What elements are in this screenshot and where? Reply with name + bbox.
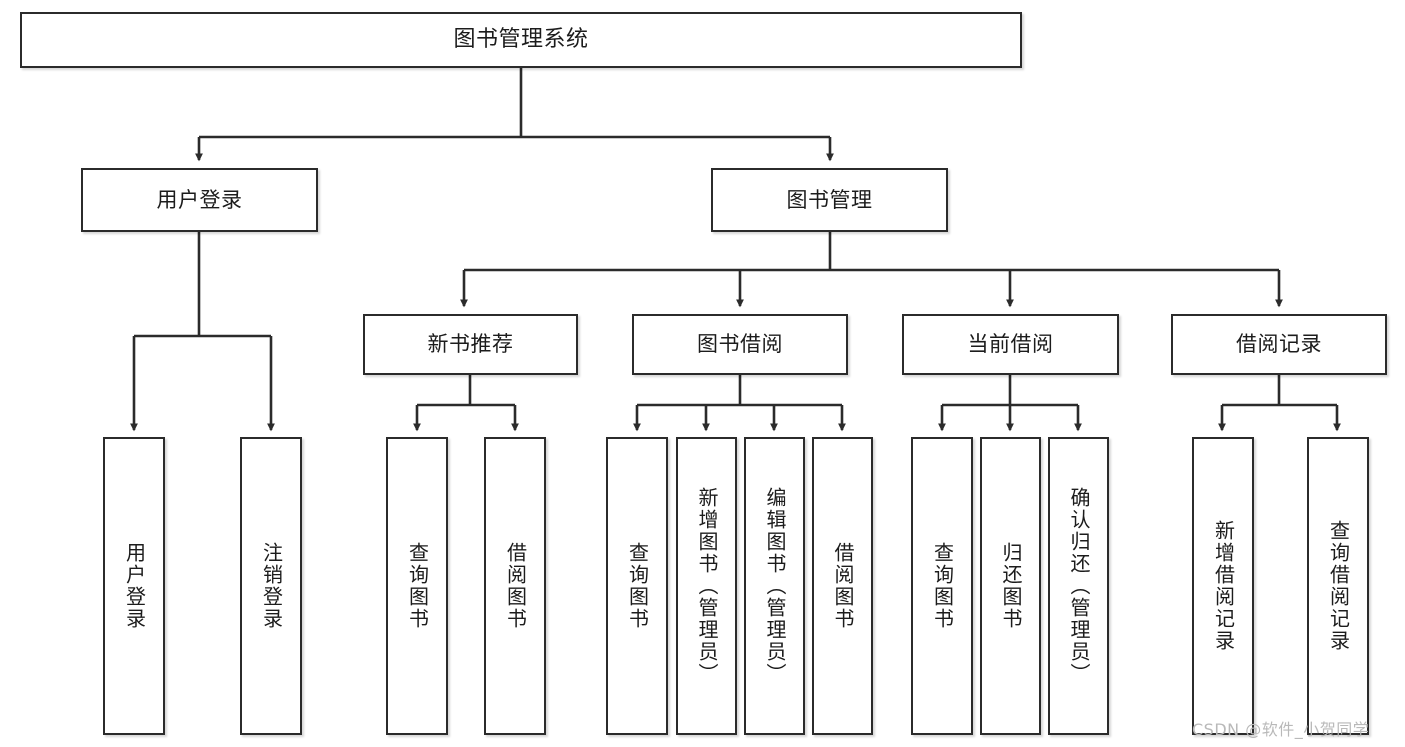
leaf-query-book-recommend[interactable]: 查询图书 [386, 437, 448, 735]
node-label: 借阅记录 [1236, 332, 1322, 357]
leaf-add-borrow-record[interactable]: 新增借阅记录 [1192, 437, 1254, 735]
node-label: 归还图书 [999, 542, 1023, 630]
node-label: 用户登录 [122, 542, 147, 630]
node-book-manage[interactable]: 图书管理 [711, 168, 948, 232]
leaf-add-book[interactable]: 新增图书（管理员） [676, 437, 737, 735]
node-label: 当前借阅 [967, 332, 1054, 357]
leaf-query-book-current[interactable]: 查询图书 [911, 437, 973, 735]
leaf-query-book-borrow[interactable]: 查询图书 [606, 437, 668, 735]
node-label: 查询图书 [625, 542, 650, 630]
node-label: 借阅图书 [503, 542, 528, 630]
node-label: 确认归还（管理员） [1067, 487, 1091, 685]
node-root-system[interactable]: 图书管理系统 [20, 12, 1022, 68]
node-label: 查询图书 [930, 542, 955, 630]
leaf-logout[interactable]: 注销登录 [240, 437, 302, 735]
node-new-book-recommend[interactable]: 新书推荐 [363, 314, 578, 375]
node-book-borrow[interactable]: 图书借阅 [632, 314, 848, 375]
node-label: 借阅图书 [831, 542, 855, 630]
csdn-watermark: CSDN @软件_小贺同学 [1192, 720, 1370, 739]
node-label: 注销登录 [259, 542, 284, 630]
leaf-edit-book[interactable]: 编辑图书（管理员） [744, 437, 805, 735]
leaf-borrow-book-recommend[interactable]: 借阅图书 [484, 437, 546, 735]
node-borrow-record[interactable]: 借阅记录 [1171, 314, 1387, 375]
node-label: 编辑图书（管理员） [763, 487, 787, 685]
leaf-return-book[interactable]: 归还图书 [980, 437, 1041, 735]
leaf-query-borrow-record[interactable]: 查询借阅记录 [1307, 437, 1369, 735]
node-current-borrow[interactable]: 当前借阅 [902, 314, 1119, 375]
node-label: 图书管理系统 [453, 27, 589, 53]
node-label: 图书借阅 [697, 332, 783, 357]
node-label: 用户登录 [156, 187, 243, 212]
node-label: 查询借阅记录 [1326, 520, 1351, 652]
leaf-borrow-book[interactable]: 借阅图书 [812, 437, 873, 735]
leaf-confirm-return[interactable]: 确认归还（管理员） [1048, 437, 1109, 735]
leaf-user-login[interactable]: 用户登录 [103, 437, 165, 735]
node-user-login[interactable]: 用户登录 [81, 168, 318, 232]
node-label: 图书管理 [786, 187, 873, 212]
node-label: 查询图书 [405, 542, 430, 630]
node-label: 新增借阅记录 [1211, 520, 1236, 652]
node-label: 新增图书（管理员） [695, 487, 719, 685]
node-label: 新书推荐 [427, 332, 514, 357]
